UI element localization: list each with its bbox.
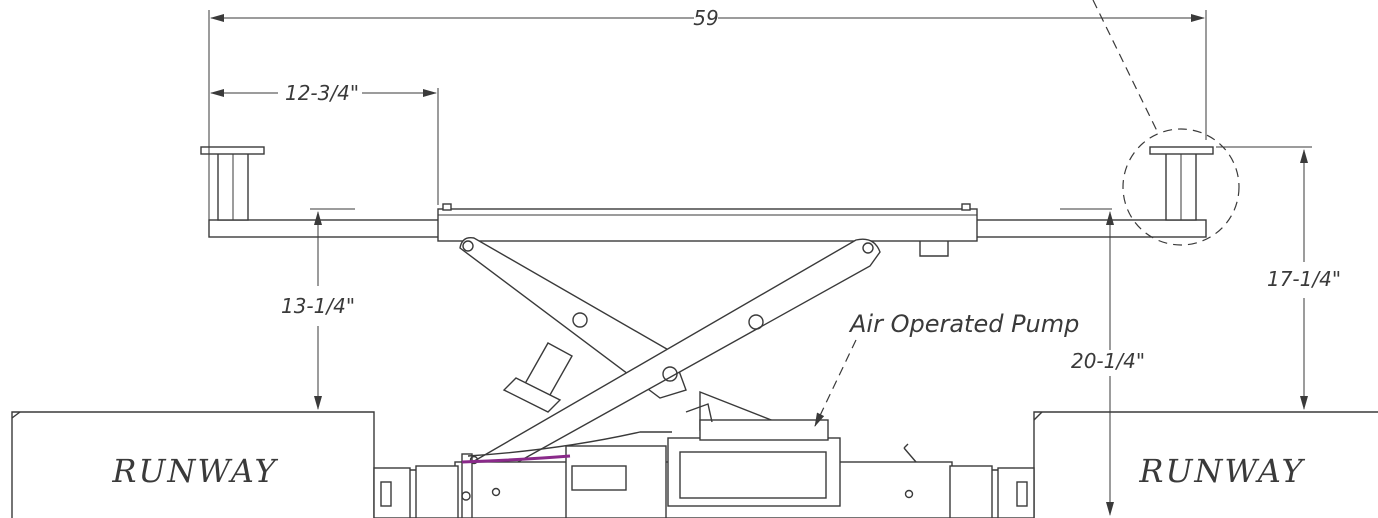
arm-offset-value: 12-3/4" [285,81,359,105]
lifting-beam [208,203,1207,257]
right-runway-label: RUNWAY [1138,452,1305,490]
right-height-value: 17-1/4" [1267,267,1341,291]
left-runway: RUNWAY [11,411,375,518]
pump-callout-label: Air Operated Pump [848,310,1079,338]
scissor-mechanism [459,237,881,473]
jack-base [374,403,1034,518]
pump-callout: Air Operated Pump [814,310,1079,427]
air-hose [461,454,571,464]
left-height-value: 13-1/4" [281,294,355,318]
detail-leader-line [1092,0,1159,134]
left-roller-wheel [373,467,411,518]
right-runway: RUNWAY [1033,411,1378,518]
dimension-left-height: 13-1/4" [281,208,355,410]
dimension-overall-width: 59 [208,6,1207,220]
left-runway-label: RUNWAY [111,452,278,490]
right-roller-wheel [997,467,1035,518]
dimension-center-height: 20-1/4" [1060,208,1145,516]
dimension-right-height: 17-1/4" [1216,146,1341,410]
center-height-value: 20-1/4" [1071,349,1145,373]
detail-callout-circle [1122,128,1240,246]
overall-width-value: 59 [693,6,718,30]
dimension-arm-offset: 12-3/4" [210,81,439,205]
left-lift-pad [200,146,265,221]
right-lift-pad [1149,146,1214,221]
